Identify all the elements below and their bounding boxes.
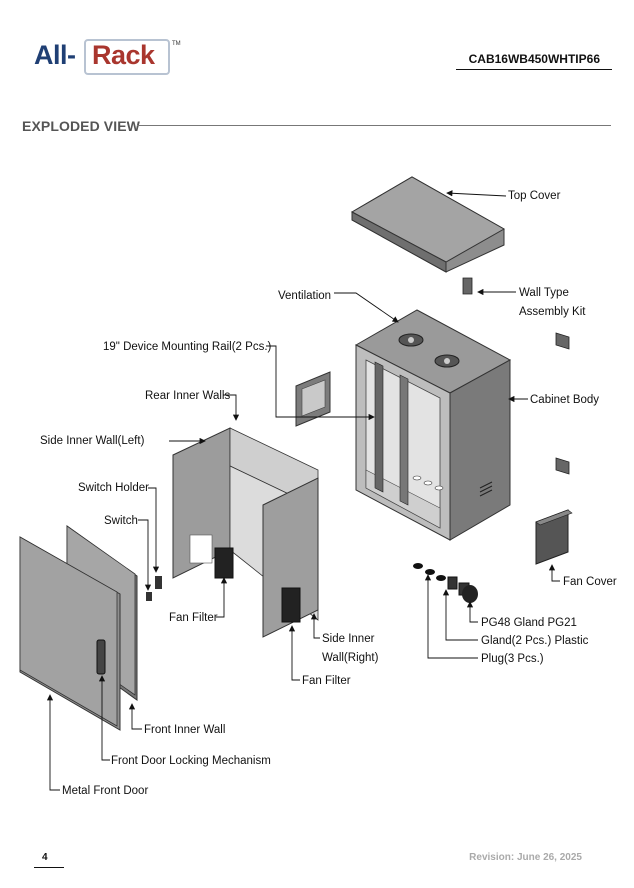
label-side-inner: Side Inner (322, 633, 375, 645)
wall-kit-brackets (462, 277, 570, 475)
fan-cover-part (535, 509, 573, 565)
section-title: EXPLODED VIEW (22, 118, 140, 134)
label-metal-front-door: Metal Front Door (62, 785, 149, 797)
logo-trademark: TM (172, 41, 181, 47)
logo-all-text: All- (34, 40, 76, 70)
cabinet-body-part (354, 309, 512, 541)
label-mounting-rail: 19" Device Mounting Rail(2 Pcs.) (103, 341, 272, 353)
label-front-door-lock: Front Door Locking Mechanism (111, 755, 271, 767)
label-front-inner-wall: Front Inner Wall (144, 724, 226, 736)
revision-date: Revision: June 26, 2025 (469, 852, 582, 863)
label-gland-plastic: Gland(2 Pcs.) Plastic (481, 635, 589, 647)
label-ventilation: Ventilation (278, 290, 332, 302)
page-number: 4 (42, 852, 48, 863)
label-switch-holder: Switch Holder (78, 482, 149, 494)
page-number-underline (34, 867, 64, 868)
switch-parts (146, 576, 162, 601)
logo-frame (84, 39, 170, 75)
model-number: CAB16WB450WHTIP66 (468, 52, 600, 66)
leader-lines (46, 190, 560, 791)
model-underline (456, 69, 612, 70)
label-top-cover: Top Cover (508, 190, 561, 202)
label-side-inner-wall-left: Side Inner Wall(Left) (40, 435, 145, 447)
label-fan-cover: Fan Cover (563, 576, 617, 588)
label-assembly-kit: Assembly Kit (519, 306, 586, 318)
label-pg48-gland: PG48 Gland PG21 (481, 617, 577, 629)
label-wall-type: Wall Type (519, 287, 569, 299)
inner-walls-part (172, 427, 319, 638)
label-fan-filter-left: Fan Filter (169, 612, 218, 624)
top-cover-part (350, 176, 506, 273)
label-plug: Plug(3 Pcs.) (481, 653, 544, 665)
label-switch: Switch (104, 515, 138, 527)
logo-rack-text: Rack (92, 40, 155, 70)
section-divider (137, 125, 611, 126)
label-wall-right: Wall(Right) (322, 652, 379, 664)
label-rear-inner-walls: Rear Inner Walls (145, 390, 231, 402)
mounting-rail-panel (295, 371, 331, 427)
label-cabinet-body: Cabinet Body (530, 394, 600, 406)
label-fan-filter-right: Fan Filter (302, 675, 351, 687)
gland-plug-parts (413, 563, 478, 603)
metal-front-door-part (19, 536, 121, 731)
